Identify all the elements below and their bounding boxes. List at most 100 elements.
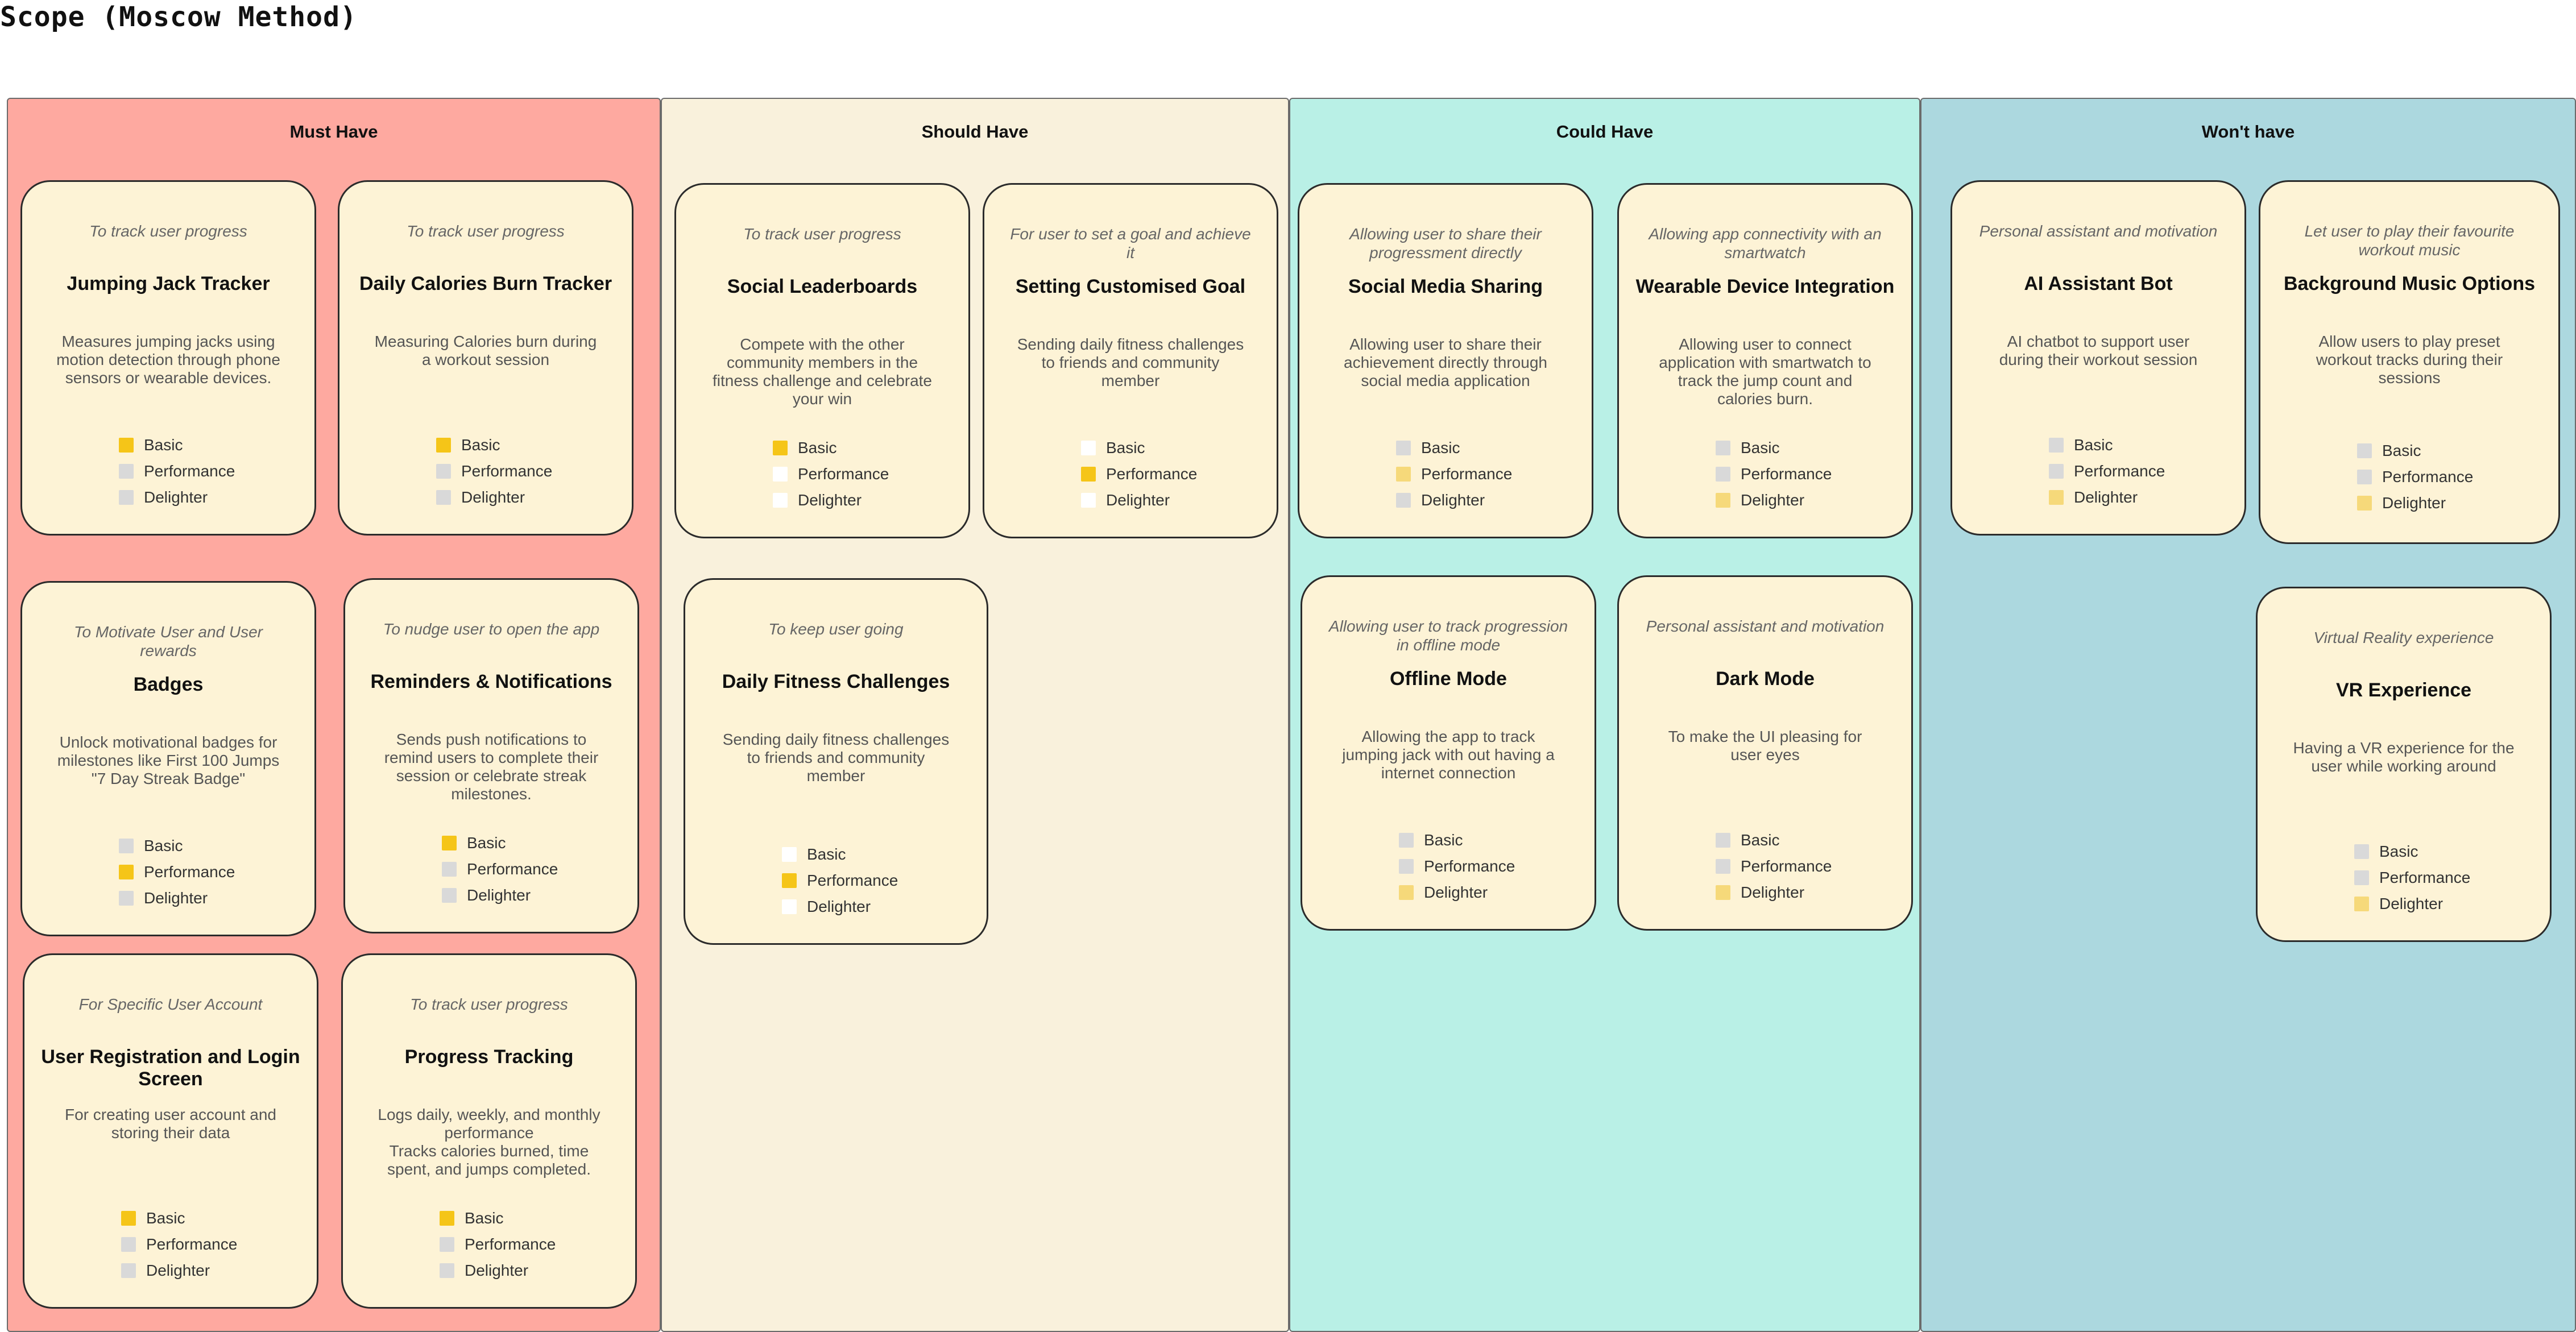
- kano-option[interactable]: Delighter: [121, 1258, 237, 1284]
- checkbox-icon[interactable]: [1716, 493, 1730, 508]
- kano-option[interactable]: Basic: [2049, 432, 2165, 458]
- kano-option[interactable]: Delighter: [782, 894, 898, 920]
- kano-option[interactable]: Performance: [436, 458, 552, 484]
- checkbox-icon[interactable]: [782, 873, 797, 888]
- checkbox-icon[interactable]: [1716, 441, 1730, 455]
- checkbox-icon[interactable]: [1081, 467, 1096, 482]
- kano-option[interactable]: Basic: [119, 432, 235, 458]
- kano-option[interactable]: Basic: [1081, 435, 1197, 461]
- kano-option[interactable]: Delighter: [1081, 487, 1197, 513]
- kano-option[interactable]: Performance: [121, 1231, 237, 1258]
- kano-option[interactable]: Delighter: [119, 484, 235, 511]
- checkbox-icon[interactable]: [2049, 438, 2064, 453]
- checkbox-icon[interactable]: [1399, 859, 1414, 874]
- kano-option[interactable]: Performance: [440, 1231, 556, 1258]
- checkbox-icon[interactable]: [436, 464, 451, 479]
- kano-option[interactable]: Basic: [119, 833, 235, 859]
- kano-option[interactable]: Delighter: [1716, 487, 1832, 513]
- kano-option[interactable]: Delighter: [1716, 879, 1832, 906]
- kano-option[interactable]: Performance: [2357, 464, 2473, 490]
- checkbox-icon[interactable]: [1399, 885, 1414, 900]
- kano-option-label: Performance: [144, 462, 235, 480]
- checkbox-icon[interactable]: [1716, 833, 1730, 848]
- kano-option[interactable]: Basic: [2354, 839, 2470, 865]
- checkbox-icon[interactable]: [119, 865, 134, 879]
- checkbox-icon[interactable]: [442, 888, 457, 903]
- kano-option[interactable]: Delighter: [773, 487, 889, 513]
- kano-option[interactable]: Basic: [2357, 438, 2473, 464]
- kano-option[interactable]: Performance: [1081, 461, 1197, 487]
- checkbox-icon[interactable]: [436, 490, 451, 505]
- kano-option[interactable]: Performance: [2354, 865, 2470, 891]
- kano-option[interactable]: Basic: [1716, 435, 1832, 461]
- kano-option[interactable]: Delighter: [440, 1258, 556, 1284]
- checkbox-icon[interactable]: [2354, 897, 2369, 911]
- checkbox-icon[interactable]: [2357, 470, 2372, 484]
- checkbox-icon[interactable]: [1716, 885, 1730, 900]
- checkbox-icon[interactable]: [119, 490, 134, 505]
- checkbox-icon[interactable]: [121, 1237, 136, 1252]
- kano-option[interactable]: Delighter: [2354, 891, 2470, 917]
- checkbox-icon[interactable]: [442, 862, 457, 877]
- checkbox-icon[interactable]: [2357, 443, 2372, 458]
- kano-option[interactable]: Basic: [436, 432, 552, 458]
- kano-option[interactable]: Delighter: [442, 882, 558, 908]
- checkbox-icon[interactable]: [1399, 833, 1414, 848]
- feature-card: Allowing user to share their progressmen…: [1298, 183, 1593, 538]
- kano-option[interactable]: Performance: [1716, 853, 1832, 879]
- checkbox-icon[interactable]: [2354, 844, 2369, 859]
- kano-option[interactable]: Basic: [442, 830, 558, 856]
- kano-option[interactable]: Basic: [773, 435, 889, 461]
- checkbox-icon[interactable]: [119, 839, 134, 853]
- kano-option[interactable]: Delighter: [2357, 490, 2473, 516]
- checkbox-icon[interactable]: [442, 836, 457, 850]
- checkbox-icon[interactable]: [773, 441, 788, 455]
- checkbox-icon[interactable]: [2354, 870, 2369, 885]
- kano-option[interactable]: Basic: [1716, 827, 1832, 853]
- kano-option[interactable]: Delighter: [436, 484, 552, 511]
- kano-option[interactable]: Delighter: [1396, 487, 1512, 513]
- checkbox-icon[interactable]: [1396, 441, 1411, 455]
- checkbox-icon[interactable]: [1396, 467, 1411, 482]
- kano-option[interactable]: Performance: [1399, 853, 1515, 879]
- checkbox-icon[interactable]: [1716, 859, 1730, 874]
- checkbox-icon[interactable]: [2049, 490, 2064, 505]
- checkbox-icon[interactable]: [119, 891, 134, 906]
- kano-option[interactable]: Performance: [2049, 458, 2165, 484]
- kano-option[interactable]: Performance: [1716, 461, 1832, 487]
- checkbox-icon[interactable]: [119, 438, 134, 453]
- checkbox-icon[interactable]: [1081, 441, 1096, 455]
- kano-option[interactable]: Performance: [782, 868, 898, 894]
- checkbox-icon[interactable]: [440, 1211, 454, 1226]
- kano-option[interactable]: Basic: [121, 1205, 237, 1231]
- kano-option[interactable]: Performance: [119, 859, 235, 885]
- checkbox-icon[interactable]: [773, 493, 788, 508]
- kano-option[interactable]: Delighter: [119, 885, 235, 911]
- checkbox-icon[interactable]: [440, 1263, 454, 1278]
- checkbox-icon[interactable]: [773, 467, 788, 482]
- checkbox-icon[interactable]: [782, 847, 797, 862]
- kano-option[interactable]: Basic: [440, 1205, 556, 1231]
- kano-option[interactable]: Performance: [442, 856, 558, 882]
- kano-option[interactable]: Performance: [119, 458, 235, 484]
- checkbox-icon[interactable]: [121, 1263, 136, 1278]
- checkbox-icon[interactable]: [2049, 464, 2064, 479]
- checkbox-icon[interactable]: [1081, 493, 1096, 508]
- kano-option[interactable]: Delighter: [1399, 879, 1515, 906]
- checkbox-icon[interactable]: [440, 1237, 454, 1252]
- checkbox-icon[interactable]: [121, 1211, 136, 1226]
- checkbox-icon[interactable]: [2357, 496, 2372, 511]
- kano-option[interactable]: Performance: [1396, 461, 1512, 487]
- checkbox-icon[interactable]: [119, 464, 134, 479]
- kano-option[interactable]: Basic: [782, 841, 898, 868]
- kano-option[interactable]: Basic: [1399, 827, 1515, 853]
- kano-option[interactable]: Delighter: [2049, 484, 2165, 511]
- kano-option-label: Basic: [807, 845, 846, 863]
- checkbox-icon[interactable]: [1396, 493, 1411, 508]
- kano-option[interactable]: Basic: [1396, 435, 1512, 461]
- checkbox-icon[interactable]: [436, 438, 451, 453]
- kano-option[interactable]: Performance: [773, 461, 889, 487]
- checkbox-icon[interactable]: [1716, 467, 1730, 482]
- checkbox-icon[interactable]: [782, 899, 797, 914]
